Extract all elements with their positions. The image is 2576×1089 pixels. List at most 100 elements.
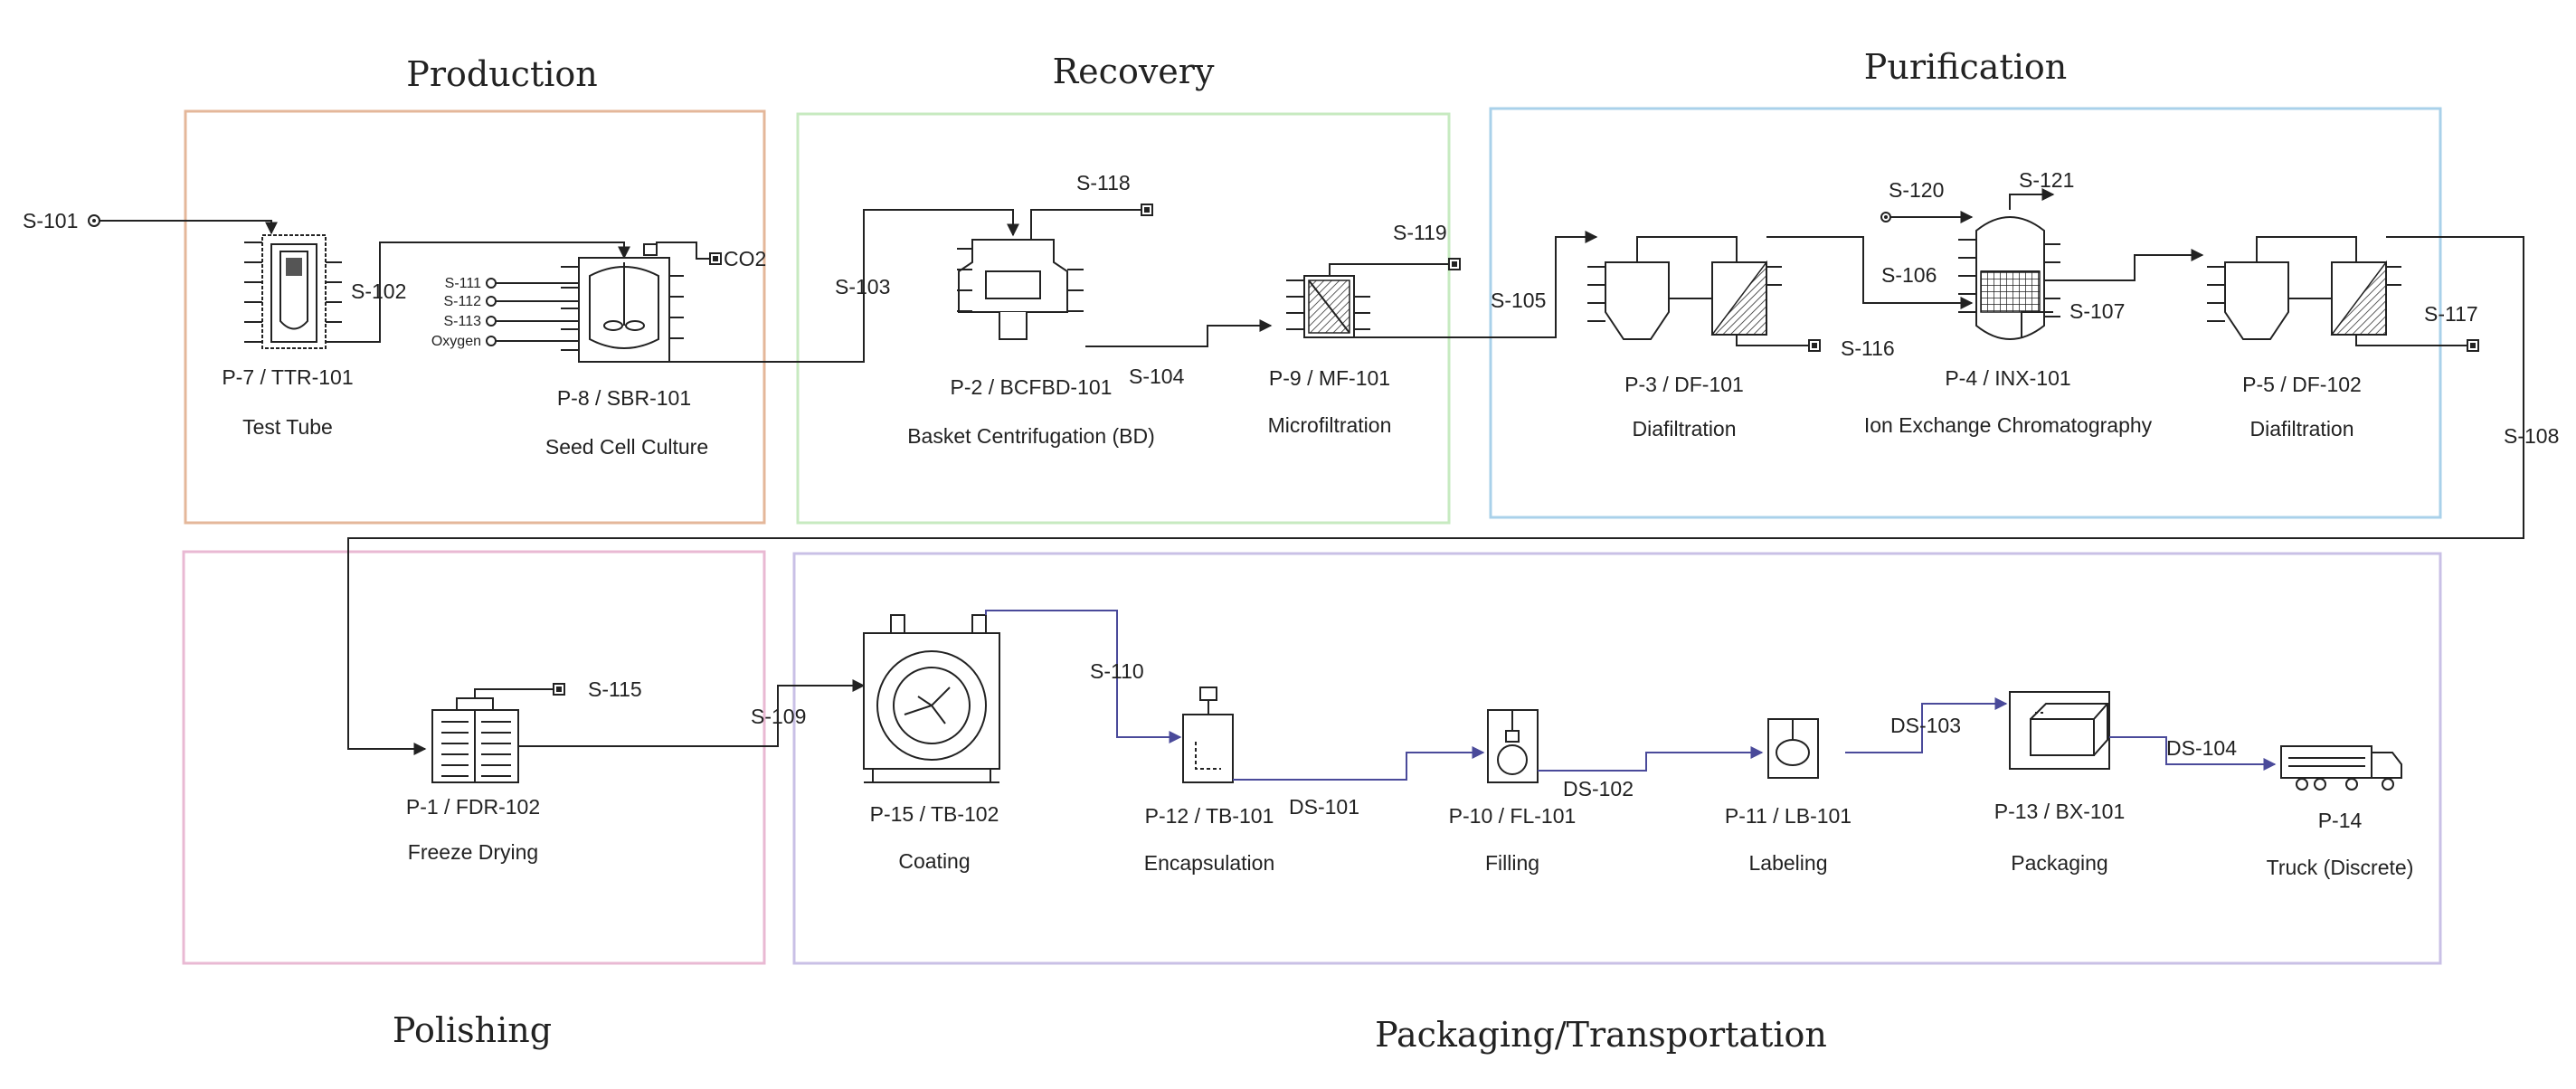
ion-exchange-column-icon: [1958, 216, 2060, 340]
s111-label: S-111: [445, 276, 481, 291]
s106-label: S-106: [1881, 263, 1937, 287]
s101-stream: [99, 220, 278, 235]
p14-name: Truck (Discrete): [2267, 856, 2414, 879]
purification-section-box: [1489, 107, 2442, 519]
diafiltration-1-icon: [1587, 236, 1782, 340]
p13-tag: P-13 / BX-101: [1994, 800, 2125, 823]
ds104-stream: [2109, 736, 2277, 771]
p10-name: Filling: [1485, 851, 1539, 875]
diafiltration-2-icon: [2207, 236, 2401, 340]
p1-tag: P-1 / FDR-102: [406, 795, 540, 819]
seed-feed-streams: [496, 282, 579, 342]
ds101-label: DS-101: [1289, 795, 1359, 819]
coating-drum-icon: [863, 614, 1000, 783]
p3-to-p4-stream: [1766, 236, 1974, 309]
test-tube-icon: [244, 234, 342, 349]
s108-label: S-108: [2504, 424, 2559, 448]
s121-stream: [2009, 188, 2055, 210]
packaging-section-box: [792, 552, 2442, 965]
truck-icon: [2280, 745, 2402, 791]
ds102-label: DS-102: [1563, 777, 1634, 800]
s108-stream: [347, 236, 2524, 755]
ds103-stream: [1845, 697, 2008, 753]
labeling-icon: [1767, 718, 1819, 779]
ds102-stream: [1538, 746, 1764, 772]
basket-centrifuge-icon: [957, 239, 1084, 340]
freeze-dryer-icon: [431, 697, 519, 783]
s105-label: S-105: [1491, 289, 1546, 312]
s119-label: S-119: [1393, 221, 1447, 244]
polishing-section-box: [182, 550, 766, 965]
p13-name: Packaging: [2011, 851, 2107, 875]
ds101-stream: [1233, 746, 1485, 781]
s109-stream: [518, 679, 866, 747]
p7-name: Test Tube: [242, 415, 333, 439]
p1-name: Freeze Drying: [408, 840, 538, 864]
p11-tag: P-11 / LB-101: [1725, 804, 1852, 828]
p8-name: Seed Cell Culture: [545, 435, 708, 459]
s112-label: S-112: [443, 294, 481, 309]
s107-label: S-107: [2069, 299, 2125, 323]
p9-name: Microfiltration: [1268, 413, 1392, 437]
s109-label: S-109: [751, 705, 806, 728]
p4-name: Ion Exchange Chromatography: [1864, 413, 2153, 437]
s104-stream: [1085, 319, 1273, 347]
p2-tag: P-2 / BCFBD-101: [951, 375, 1113, 399]
p7-tag: P-7 / TTR-101: [222, 365, 353, 389]
purification-title: Purification: [1864, 47, 2067, 87]
s120-label: S-120: [1889, 178, 1944, 202]
production-section-box: [184, 109, 766, 525]
recovery-title: Recovery: [1053, 52, 1215, 91]
s104-label: S-104: [1129, 365, 1185, 388]
p15-name: Coating: [898, 849, 970, 873]
polishing-title: Polishing: [393, 1010, 552, 1050]
p15-tag: P-15 / TB-102: [870, 802, 999, 826]
s101-label: S-101: [23, 209, 78, 232]
oxygen-label: Oxygen: [431, 334, 481, 349]
s110-label: S-110: [1090, 659, 1144, 683]
s119-stream: [1329, 263, 1449, 276]
s117-stream: [2355, 335, 2467, 346]
p8-tag: P-8 / SBR-101: [557, 386, 691, 410]
p5-name: Diafiltration: [2249, 417, 2353, 440]
s121-label: S-121: [2019, 168, 2074, 192]
p2-name: Basket Centrifugation (BD): [907, 424, 1155, 448]
p14-tag: P-14: [2318, 809, 2363, 832]
filling-icon: [1487, 709, 1539, 783]
p5-tag: P-5 / DF-102: [2242, 373, 2362, 396]
ds103-label: DS-103: [1890, 714, 1961, 737]
s102-label: S-102: [351, 279, 406, 303]
p3-tag: P-3 / DF-101: [1624, 373, 1744, 396]
co2-stream: [656, 241, 710, 260]
p4-tag: P-4 / INX-101: [1945, 366, 2070, 390]
packaging-title: Packaging/Transportation: [1375, 1015, 1827, 1055]
s115-label: S-115: [588, 677, 642, 701]
s110-stream: [985, 610, 1182, 743]
s117-label: S-117: [2424, 302, 2478, 326]
s102-stream: [326, 241, 630, 343]
ds104-label: DS-104: [2166, 736, 2237, 760]
encapsulation-icon: [1182, 687, 1234, 783]
p10-tag: P-10 / FL-101: [1449, 804, 1577, 828]
co2-label: CO2: [724, 247, 766, 270]
microfiltration-icon: [1286, 275, 1370, 338]
s115-stream: [474, 688, 554, 698]
s116-label: S-116: [1841, 336, 1895, 360]
s103-stream: [669, 209, 1019, 363]
s116-stream: [1736, 335, 1809, 346]
s118-label: S-118: [1076, 171, 1131, 194]
s103-label: S-103: [835, 275, 890, 298]
p12-name: Encapsulation: [1144, 851, 1275, 875]
p11-name: Labeling: [1749, 851, 1828, 875]
s118-stream: [1030, 209, 1141, 240]
production-title: Production: [406, 54, 597, 94]
packaging-box-icon: [2009, 691, 2110, 770]
p4-to-p5-stream: [2044, 249, 2204, 281]
s113-label: S-113: [443, 314, 481, 329]
p3-name: Diafiltration: [1632, 417, 1736, 440]
recovery-section-box: [796, 112, 1451, 525]
seed-bioreactor-icon: [561, 243, 684, 363]
p9-tag: P-9 / MF-101: [1269, 366, 1390, 390]
p12-tag: P-12 / TB-101: [1145, 804, 1274, 828]
